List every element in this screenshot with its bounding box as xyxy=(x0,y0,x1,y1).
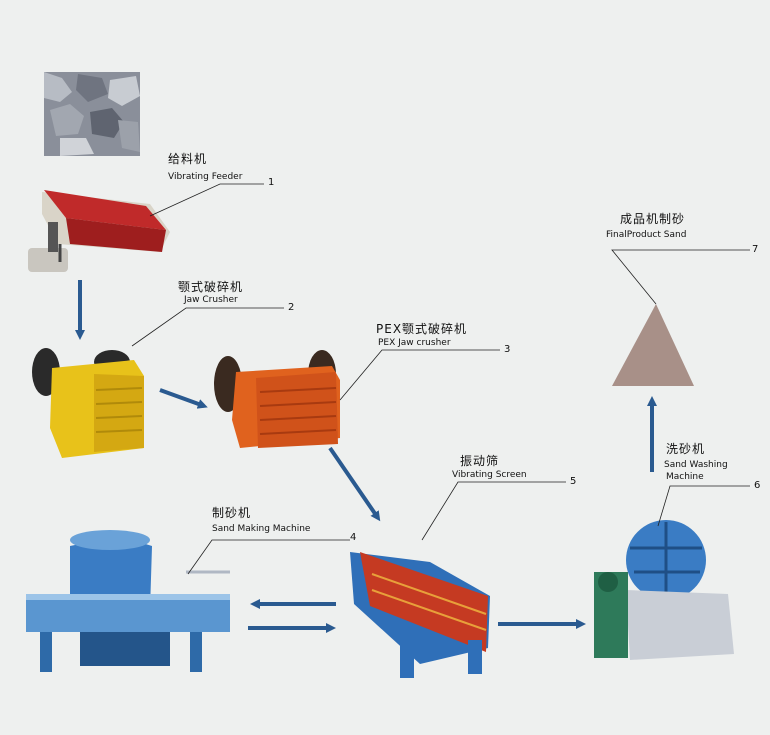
stage-3-number: 3 xyxy=(504,344,511,355)
pex-jaw-crusher-machine xyxy=(214,350,340,448)
stage-1-en-label: Vibrating Feeder xyxy=(168,172,243,182)
sand-making-machine xyxy=(26,530,230,672)
stage-1-zh-label: 给料机 xyxy=(168,152,208,166)
stage-4-zh-label: 制砂机 xyxy=(212,506,252,520)
stage-7-number: 7 xyxy=(752,244,759,255)
stage-7-zh-label: 成品机制砂 xyxy=(620,212,686,226)
stage-5-en-label: Vibrating Screen xyxy=(452,470,527,480)
raw-stone-image xyxy=(44,72,140,156)
stage-6-en-label-line2: Machine xyxy=(666,472,704,482)
stage-3-zh-label: PEX颚式破碎机 xyxy=(376,322,468,336)
stage-6-number: 6 xyxy=(754,480,761,491)
stage-2-zh-label: 颚式破碎机 xyxy=(178,280,244,294)
stage-5-number: 5 xyxy=(570,476,577,487)
stage-1-number: 1 xyxy=(268,177,275,188)
stage-6-zh-label: 洗砂机 xyxy=(666,442,706,456)
vibrating-screen-machine xyxy=(350,552,490,678)
stage-4-number: 4 xyxy=(350,532,357,543)
stage-4-en-label: Sand Making Machine xyxy=(212,524,311,534)
flow-arrows xyxy=(75,280,657,633)
sand-washing-machine xyxy=(594,520,734,660)
stage-2-en-label: Jaw Crusher xyxy=(184,295,238,305)
leader-lines xyxy=(131,183,750,575)
stage-6-en-label-line1: Sand Washing xyxy=(664,460,728,470)
stage-2-number: 2 xyxy=(288,302,295,313)
jaw-crusher-machine xyxy=(32,348,144,458)
stage-5-zh-label: 振动筛 xyxy=(460,454,500,468)
stage-3-en-label: PEX Jaw crusher xyxy=(378,338,451,348)
stage-7-en-label: FinalProduct Sand xyxy=(606,230,687,240)
vibrating-feeder-machine xyxy=(28,190,170,272)
final-sand-pile xyxy=(612,304,694,386)
